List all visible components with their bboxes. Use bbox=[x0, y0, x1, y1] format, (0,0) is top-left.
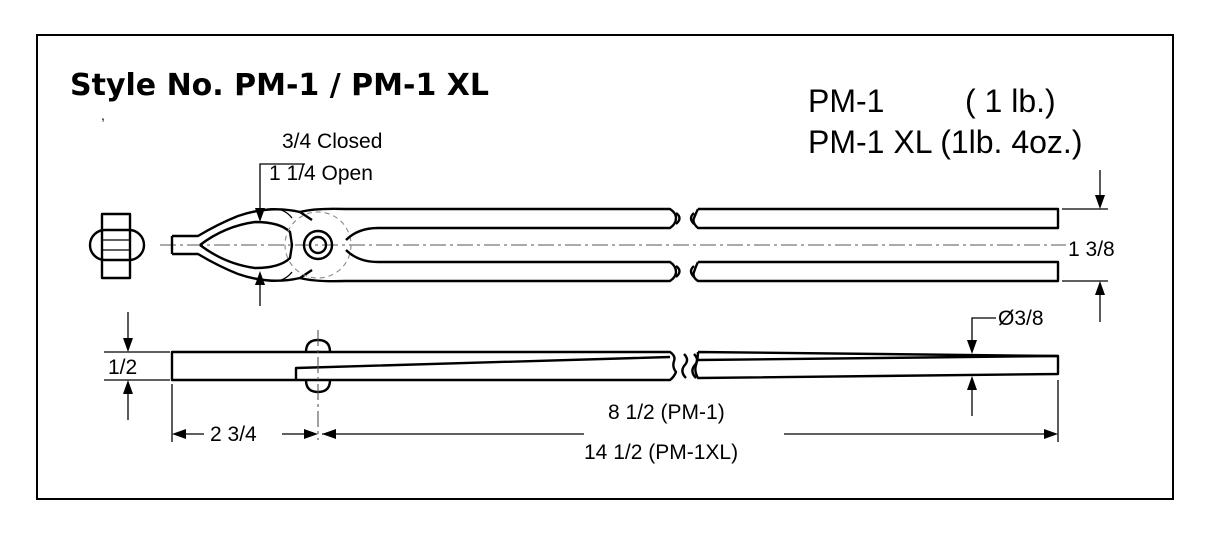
handle-spread-dimension: 1 3/8 bbox=[1062, 170, 1115, 322]
jaw-inner-outline bbox=[199, 220, 294, 270]
pivot-rivet-outer bbox=[302, 229, 334, 261]
side-body-right bbox=[694, 350, 1060, 380]
handle-spread-label: 1 3/8 bbox=[1068, 238, 1115, 261]
pivot-hidden-circle bbox=[284, 211, 352, 279]
length-pm1-label: 8 1/2 (PM-1) bbox=[608, 401, 725, 424]
break-mark-lower bbox=[675, 265, 695, 278]
plan-view: 3/4 Closed 1 1/4 Open 1 3/8 bbox=[88, 130, 1115, 322]
handle-lower-right bbox=[692, 260, 1060, 283]
thickness-dimension: 1/2 bbox=[104, 312, 170, 420]
pm1-weight-label: ( 1 lb.) bbox=[965, 83, 1056, 119]
length-pm1xl-label: 14 1/2 (PM-1XL) bbox=[584, 441, 738, 464]
pm1xl-weight-line: PM-1 XL (1lb. 4oz.) bbox=[808, 124, 1082, 160]
side-view: 1/2 Ø3/8 2 3/4 8 1/2 (PM-1) 14 1/2 (PM-1… bbox=[104, 307, 1060, 464]
title-stray-mark: , bbox=[101, 107, 105, 123]
side-taper-right bbox=[697, 354, 1059, 362]
end-view bbox=[88, 212, 146, 280]
jaw-opening-dimension: 3/4 Closed 1 1/4 Open bbox=[255, 130, 382, 306]
jaw-open-label: 1 1/4 Open bbox=[269, 162, 373, 185]
length-dimension: 2 3/4 8 1/2 (PM-1) 14 1/2 (PM-1XL) bbox=[171, 380, 1059, 464]
style-title: Style No. PM-1 / PM-1 XL bbox=[70, 68, 489, 103]
drawing-frame bbox=[36, 34, 1174, 500]
rivet-diameter-label: Ø3/8 bbox=[998, 307, 1044, 330]
jaw-outline bbox=[170, 208, 313, 282]
handle-upper-right bbox=[692, 207, 1060, 230]
side-taper-left bbox=[294, 355, 671, 380]
pivot-rivet-inner bbox=[308, 235, 328, 255]
rivet-diameter-dimension: Ø3/8 bbox=[967, 307, 1044, 416]
pm1-model-label: PM-1 bbox=[808, 83, 884, 119]
handle-lower-left bbox=[299, 249, 678, 283]
jaw-closed-label: 3/4 Closed bbox=[282, 130, 382, 153]
handle-upper-left bbox=[299, 207, 678, 241]
break-mark-upper bbox=[675, 212, 695, 225]
jaw-to-rivet-label: 2 3/4 bbox=[210, 423, 257, 446]
side-body-left bbox=[170, 350, 678, 382]
thickness-label: 1/2 bbox=[108, 356, 137, 379]
